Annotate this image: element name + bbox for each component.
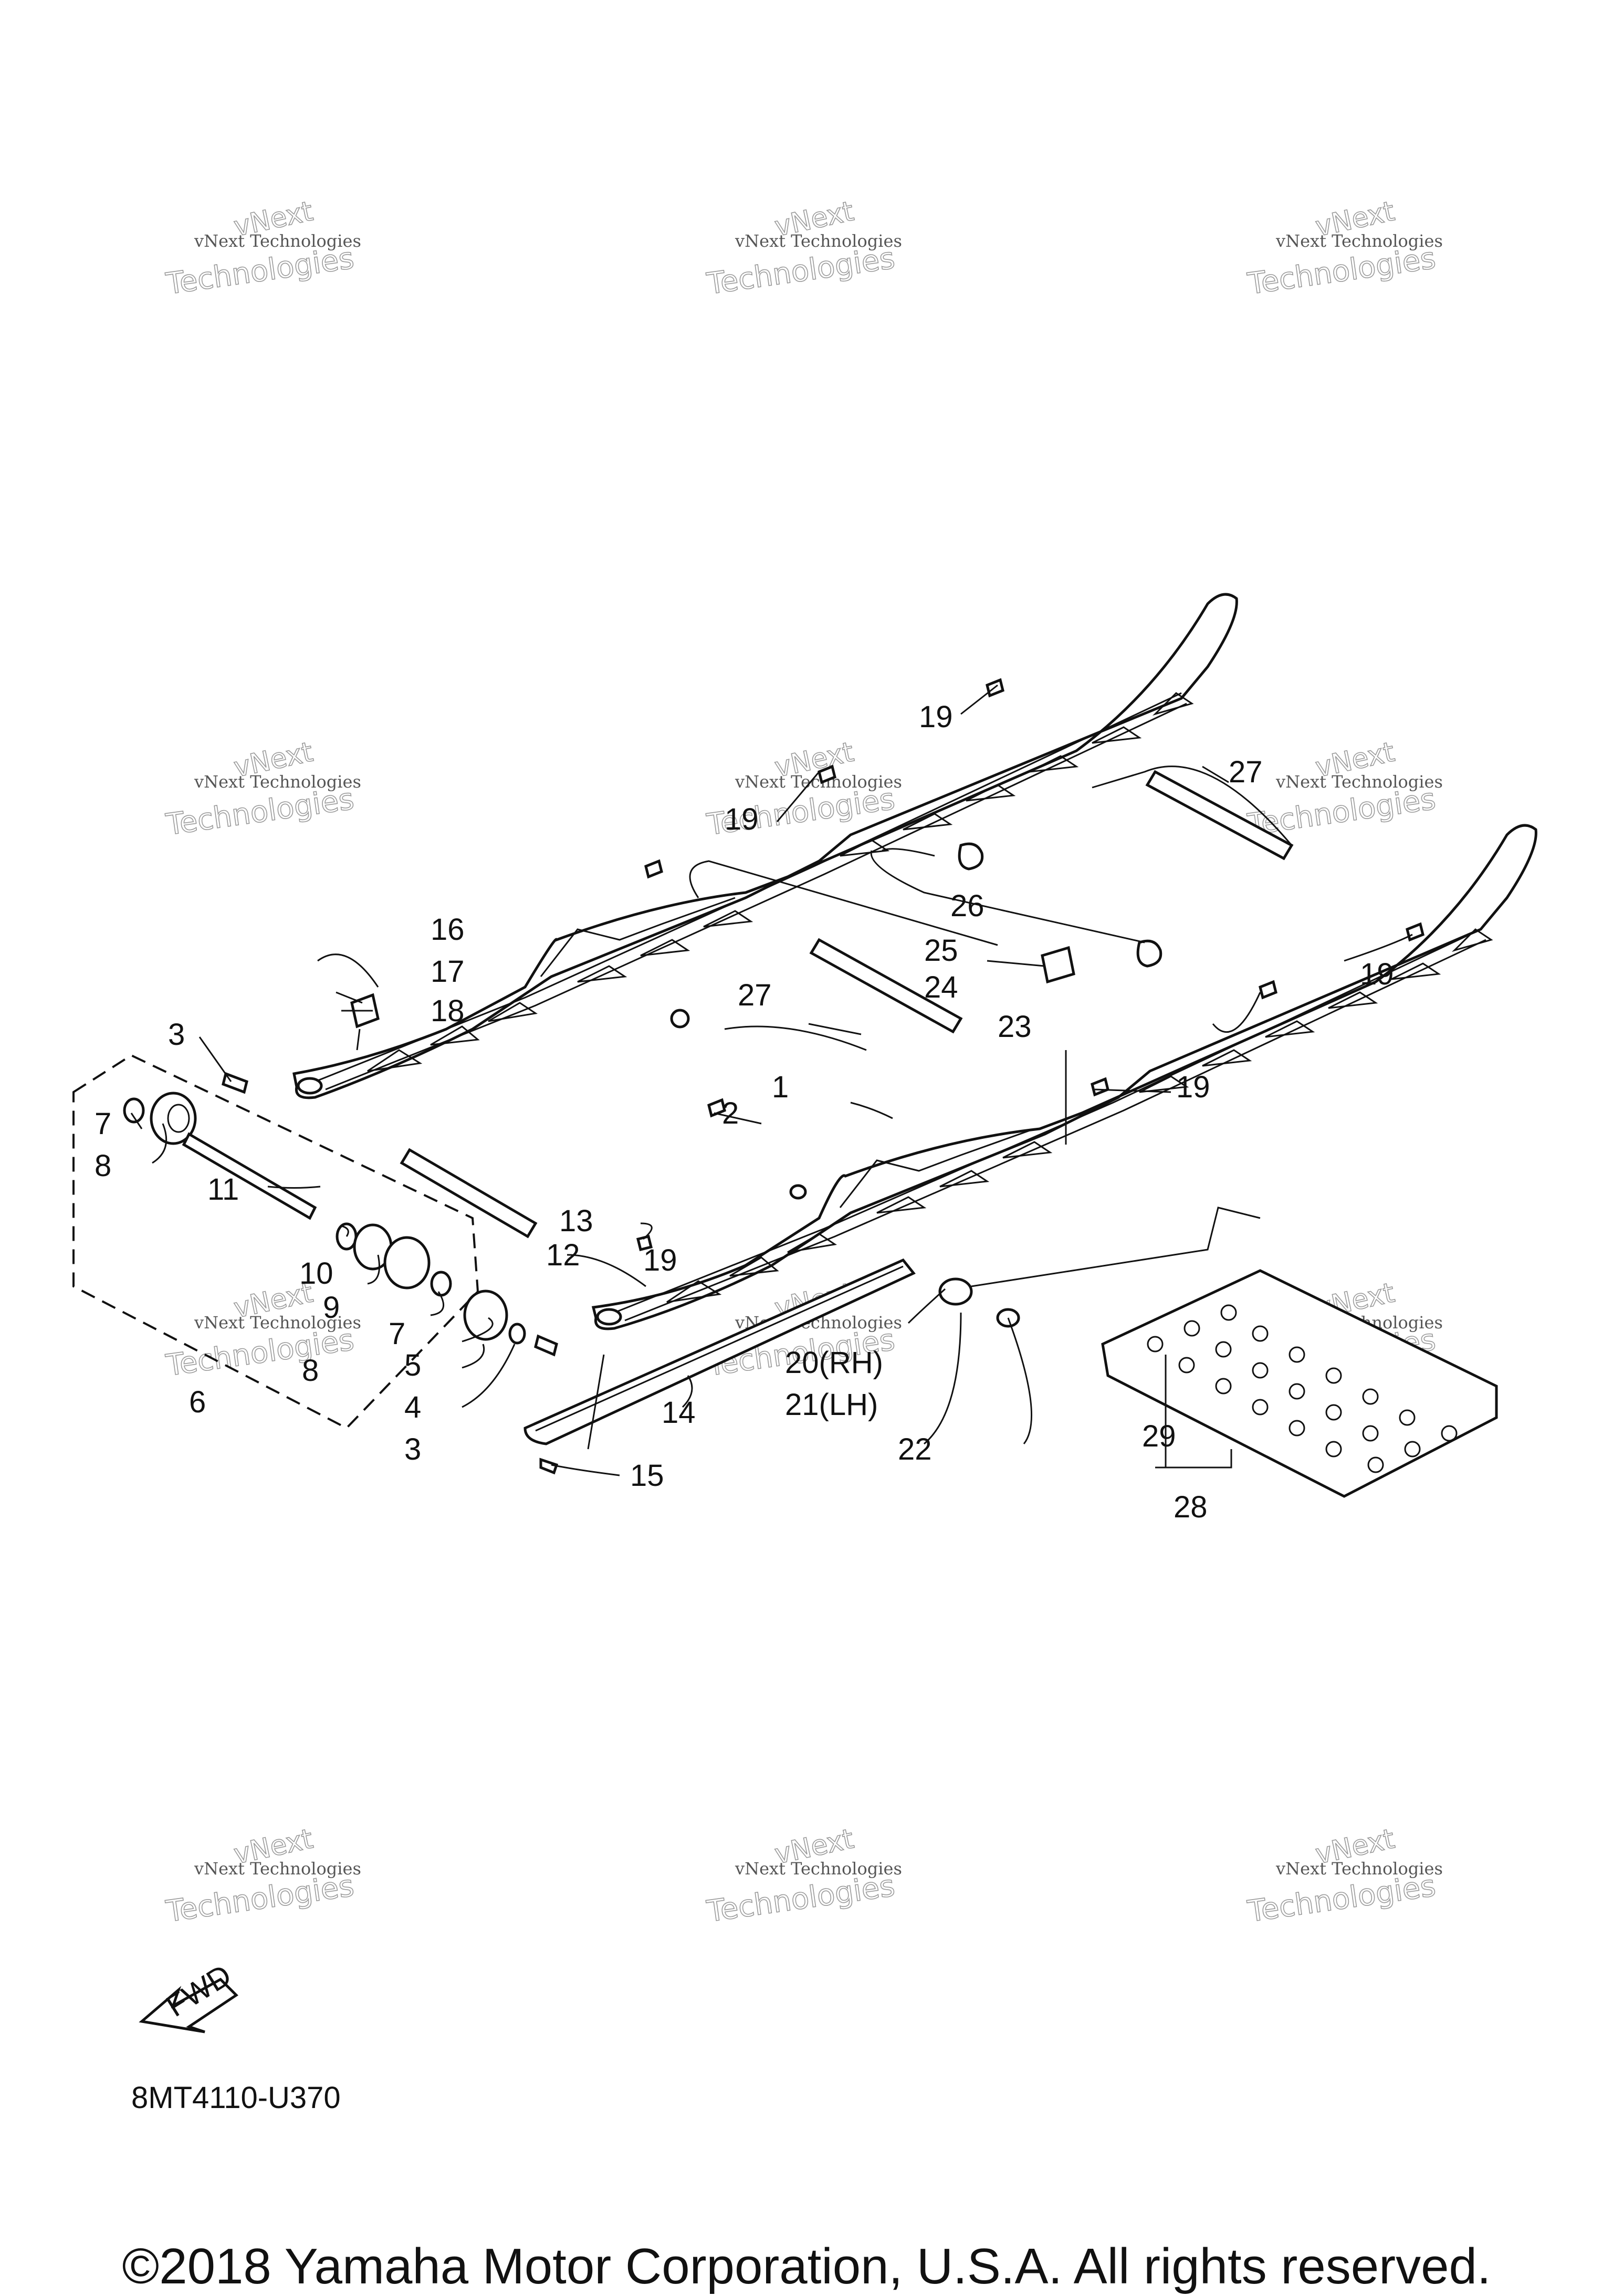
callout-15: 15 <box>630 1459 664 1493</box>
watermark: vNext vNext Technologies Technologies <box>163 736 361 843</box>
callout-10: 10 <box>299 1256 333 1291</box>
callout-14: 14 <box>662 1396 696 1430</box>
callout-29: 29 <box>1142 1419 1176 1453</box>
track-section <box>1101 1269 1498 1498</box>
callout-19: 19 <box>1360 957 1394 991</box>
callout-7: 7 <box>389 1317 405 1351</box>
callout-13: 13 <box>559 1204 593 1238</box>
wheel-assembly <box>123 1072 558 1357</box>
svg-text:vNext Technologies: vNext Technologies <box>1275 231 1443 251</box>
callout-9: 9 <box>323 1291 340 1325</box>
watermark: vNext vNext Technologies Technologies <box>163 1823 361 1930</box>
svg-text:vNext Technologies: vNext Technologies <box>194 1859 361 1879</box>
callout-5: 5 <box>404 1348 421 1382</box>
callout-11: 11 <box>207 1172 239 1207</box>
svg-text:vNext Technologies: vNext Technologies <box>1275 772 1443 792</box>
slider-part <box>523 1258 916 1475</box>
callout-12: 12 <box>546 1238 580 1272</box>
callout-25: 25 <box>924 934 958 968</box>
svg-text:vNext Technologies: vNext Technologies <box>194 231 361 251</box>
callout-27: 27 <box>738 978 772 1012</box>
callout-7: 7 <box>95 1107 111 1141</box>
callout-20: 20(RH) <box>785 1346 883 1380</box>
callout-27: 27 <box>1229 755 1263 789</box>
callout-18: 18 <box>431 994 465 1028</box>
callout-19: 19 <box>919 700 953 734</box>
callout-4: 4 <box>404 1390 421 1424</box>
svg-text:vNext Technologies: vNext Technologies <box>194 1313 361 1333</box>
callout-3: 3 <box>404 1432 421 1466</box>
leader-lines <box>130 684 1413 1476</box>
watermark: vNext vNext Technologies Technologies <box>163 195 361 302</box>
callout-3: 3 <box>168 1018 185 1052</box>
copyright-notice: ©2018 Yamaha Motor Corporation, U.S.A. A… <box>122 2238 1491 2294</box>
callout-17: 17 <box>431 955 465 989</box>
callout-22: 22 <box>898 1432 932 1466</box>
svg-text:vNext Technologies: vNext Technologies <box>735 772 902 792</box>
watermark: vNext vNext Technologies Technologies <box>1245 1823 1443 1930</box>
callout-6: 6 <box>189 1385 206 1419</box>
callout-16: 16 <box>431 913 465 947</box>
callout-19: 19 <box>643 1243 677 1277</box>
svg-text:vNext Technologies: vNext Technologies <box>735 1859 902 1879</box>
watermark: vNext vNext Technologies Technologies <box>1245 195 1443 302</box>
cross-shafts <box>400 770 1294 1239</box>
svg-text:vNext Technologies: vNext Technologies <box>194 772 361 792</box>
svg-text:vNext Technologies: vNext Technologies <box>735 231 902 251</box>
callout-2: 2 <box>722 1096 739 1130</box>
callout-labels: 1 2 3 3 4 5 6 7 7 8 8 9 10 11 12 13 14 1… <box>95 700 1394 1524</box>
left-rail <box>292 593 1238 1099</box>
watermark: vNext vNext Technologies Technologies <box>704 195 902 302</box>
callout-8: 8 <box>95 1149 111 1183</box>
svg-text:vNext Technologies: vNext Technologies <box>1275 1859 1443 1879</box>
callout-24: 24 <box>924 970 958 1004</box>
right-rail <box>591 824 1537 1330</box>
callout-8: 8 <box>302 1354 319 1388</box>
callout-28: 28 <box>1174 1490 1208 1524</box>
callout-1: 1 <box>772 1070 789 1104</box>
callout-23: 23 <box>998 1010 1032 1044</box>
watermark: vNext vNext Technologies Technologies <box>704 1823 902 1930</box>
fwd-arrow-icon: FWD <box>139 1958 238 2033</box>
callout-19: 19 <box>725 802 759 836</box>
callout-26: 26 <box>950 889 984 923</box>
diagram-ref-code: 8MT4110-U370 <box>131 2081 341 2115</box>
callout-21: 21(LH) <box>785 1388 878 1422</box>
callout-19: 19 <box>1176 1070 1210 1104</box>
